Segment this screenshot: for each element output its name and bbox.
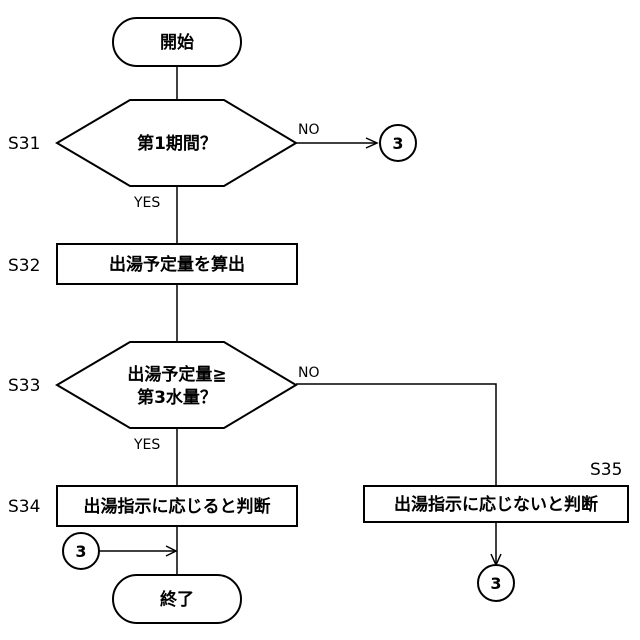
s33-no-label: NO [298,365,320,381]
connector-3-s31-label: 3 [392,134,403,153]
step-s33-label: S33 [8,376,40,396]
decision-s33-label-line2: 第3水量？ [137,387,217,408]
decision-s33-label-line1: 出湯予定量≧ [127,364,226,385]
connector-3-s35-label: 3 [490,574,501,593]
process-s34-label: 出湯指示に応じると判断 [84,496,271,517]
s31-yes-label: YES [133,195,160,211]
edge-s33-no [296,384,496,486]
decision-s31-label: 第1期間？ [137,133,217,154]
start-label: 開始 [160,32,194,53]
s33-yes-label: YES [133,437,160,453]
end-label: 終了 [160,589,194,610]
decision-s33 [57,342,296,428]
step-s34-label: S34 [8,497,40,517]
step-s32-label: S32 [8,256,40,276]
step-s31-label: S31 [8,134,40,154]
process-s35-label: 出湯指示に応じないと判断 [394,494,598,515]
s31-no-label: NO [298,122,320,138]
step-s35-label: S35 [590,460,622,480]
connector-3-main-label: 3 [75,542,86,561]
process-s32-label: 出湯予定量を算出 [109,254,245,275]
